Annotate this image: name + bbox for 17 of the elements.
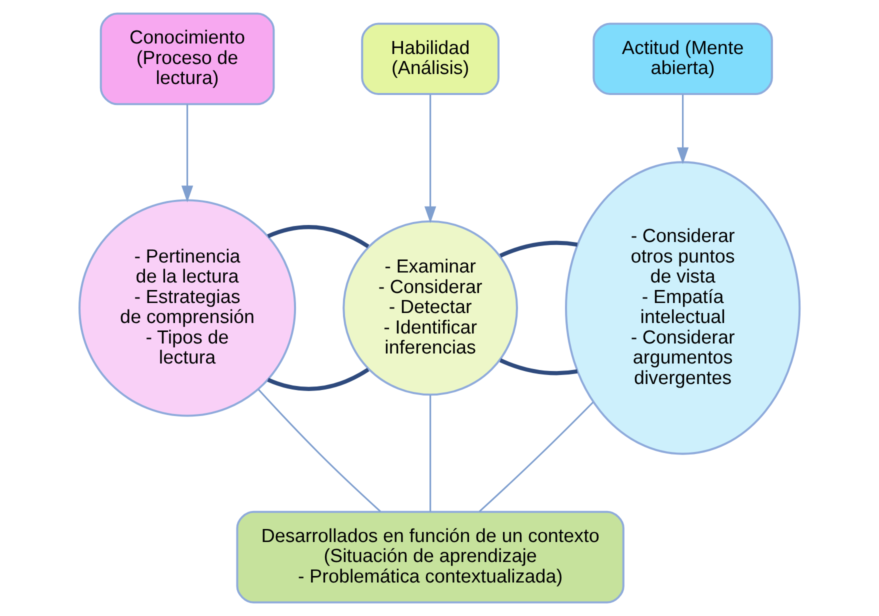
connector [267,225,370,248]
node-circle: - Examinar - Considerar - Detectar - Identificar inferencias [342,220,518,396]
node-box: Actitud (Mente abierta) [592,22,773,95]
connector [258,389,381,512]
arrow [424,94,436,224]
connector [500,240,578,258]
arrow [181,104,194,202]
node-box: Conocimiento (Proceso de lectura) [100,12,275,106]
connector [430,395,432,512]
connector [500,358,578,376]
node-ellipse: - Considerar otros puntos de vista - Empatía intelectual - Considerar argumentos divergentes [565,161,801,455]
node-box: Habilidad (Análisis) [361,22,500,95]
connector [267,368,370,391]
node-box: Desarrollados en función de un contexto (Situación de aprendizaje - Problemática contextualizada) [236,510,624,604]
node-circle: - Pertinencia de la lectura - Estrategias de comprensión - Tipos de lectura [78,199,296,417]
connector [478,402,594,512]
arrow [676,94,689,164]
